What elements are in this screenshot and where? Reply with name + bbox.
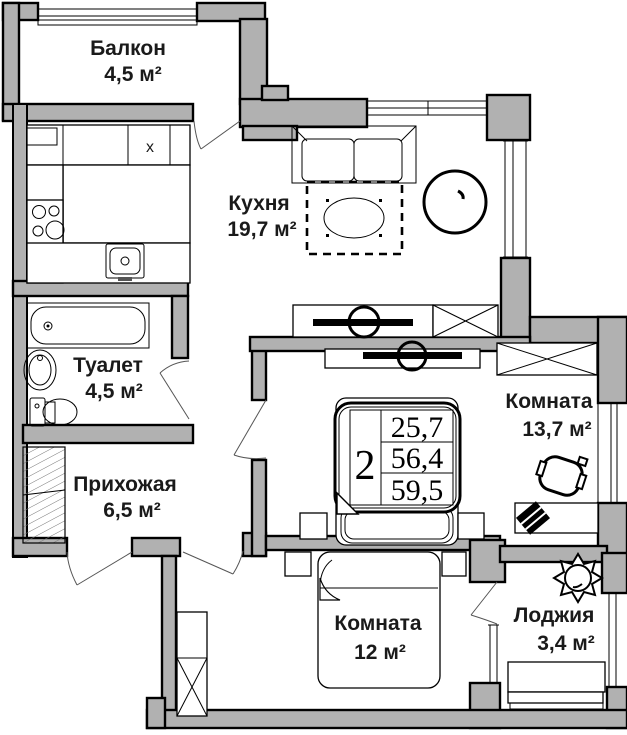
balcony-door — [193, 120, 241, 150]
wall-segment — [260, 84, 290, 102]
wall-segment — [145, 696, 167, 730]
label-toilet: Туалет — [73, 354, 143, 377]
balcony-railing-window — [37, 8, 198, 26]
wall-segment — [130, 536, 182, 558]
office-chair-icon — [535, 455, 589, 497]
wall-segment — [238, 97, 369, 129]
dining-area-dashed — [305, 180, 404, 256]
wall-segment — [250, 458, 268, 558]
area-hallway: 6,5 м² — [103, 499, 161, 522]
stamp-rooms-count: 2 — [355, 443, 376, 489]
kitchen-cabinet — [26, 127, 58, 146]
dining-table-icon — [323, 197, 385, 239]
stamp-apartment-area: 56,4 — [391, 442, 444, 475]
label-kitchen: Кухня — [228, 192, 289, 215]
kitchen-furniture — [26, 124, 499, 339]
wall-segment — [1, 1, 21, 122]
blanket-fold — [336, 491, 360, 515]
room2-loggia-window — [488, 624, 499, 684]
room2-bed-icon — [284, 551, 467, 689]
room1-door — [233, 399, 267, 460]
kitchen-counter-bottom — [26, 242, 191, 284]
label-room1: Комната — [505, 390, 593, 413]
hallway-closet-icon — [22, 446, 66, 544]
tv-icon — [363, 352, 462, 359]
plant-icon — [552, 552, 604, 604]
label-balcony: Балкон — [90, 37, 166, 60]
nightstand-icon — [284, 551, 312, 577]
wall-segment — [1, 102, 195, 123]
cabinet-mark: x — [146, 139, 154, 156]
nightstand-icon — [299, 512, 328, 540]
toilet-door — [159, 360, 190, 420]
wall-segment — [485, 93, 532, 142]
label-loggia: Лоджия — [514, 604, 595, 627]
wall-segment — [195, 1, 267, 23]
room2-door — [182, 550, 244, 575]
label-room2: Комната — [334, 612, 422, 635]
kitchen-right-window — [503, 140, 528, 258]
loggia-furniture — [507, 552, 606, 710]
area-kitchen: 19,7 м² — [227, 218, 296, 241]
kitchen-wardrobe-icon — [432, 304, 499, 338]
kitchen-top-window — [367, 100, 488, 116]
entrance-door — [66, 551, 133, 586]
stamp-living-area: 25,7 — [391, 411, 444, 444]
area-stamp: 2 25,7 56,4 59,5 — [333, 401, 462, 515]
toilet-fixtures — [23, 302, 150, 427]
wall-segment — [499, 256, 532, 345]
label-hallway: Прихожая — [73, 473, 177, 496]
room2-wardrobe-icon — [176, 611, 208, 717]
windows — [37, 8, 620, 687]
room1-right-window — [597, 402, 620, 504]
wall-segment — [600, 551, 627, 595]
room2-furniture — [176, 551, 467, 717]
stamp-total-area: 59,5 — [391, 474, 444, 507]
wall-segment — [170, 294, 190, 360]
wall-segment — [160, 554, 178, 718]
wall-segment — [498, 544, 609, 564]
area-balcony: 4,5 м² — [104, 63, 162, 86]
nightstand-icon — [457, 512, 485, 540]
wc-icon — [29, 397, 78, 427]
wall-segment — [596, 315, 627, 405]
area-toilet: 4,5 м² — [85, 380, 143, 403]
loggia-right-window — [608, 593, 617, 687]
kitchen-counter-return — [62, 164, 191, 244]
wall-segment — [21, 423, 195, 445]
area-room2: 12 м² — [354, 641, 406, 664]
loggia-door — [470, 581, 498, 625]
room-labels: Балкон 4,5 м² Кухня 19,7 м² Туалет 4,5 м… — [73, 37, 595, 664]
area-loggia: 3,4 м² — [537, 632, 595, 655]
wall-segment — [241, 124, 299, 142]
sofa-icon — [291, 125, 417, 184]
area-room1: 13,7 м² — [522, 418, 591, 441]
doors — [66, 120, 498, 625]
kitchen-tv-unit — [292, 304, 434, 339]
round-table-icon — [422, 169, 488, 235]
kitchen-sink-icon — [105, 243, 145, 281]
room1-tv-unit — [324, 340, 481, 372]
nightstand-icon — [441, 551, 467, 577]
washbasin-icon — [23, 349, 57, 391]
stove-icon — [26, 199, 65, 246]
bench-icon — [507, 661, 606, 710]
tv-icon — [313, 319, 413, 326]
desk-icon — [514, 501, 599, 535]
bathtub-icon — [26, 302, 150, 349]
wall-segment — [145, 708, 627, 730]
laptop-icon — [515, 501, 551, 535]
room1-wardrobe-icon — [496, 342, 598, 376]
